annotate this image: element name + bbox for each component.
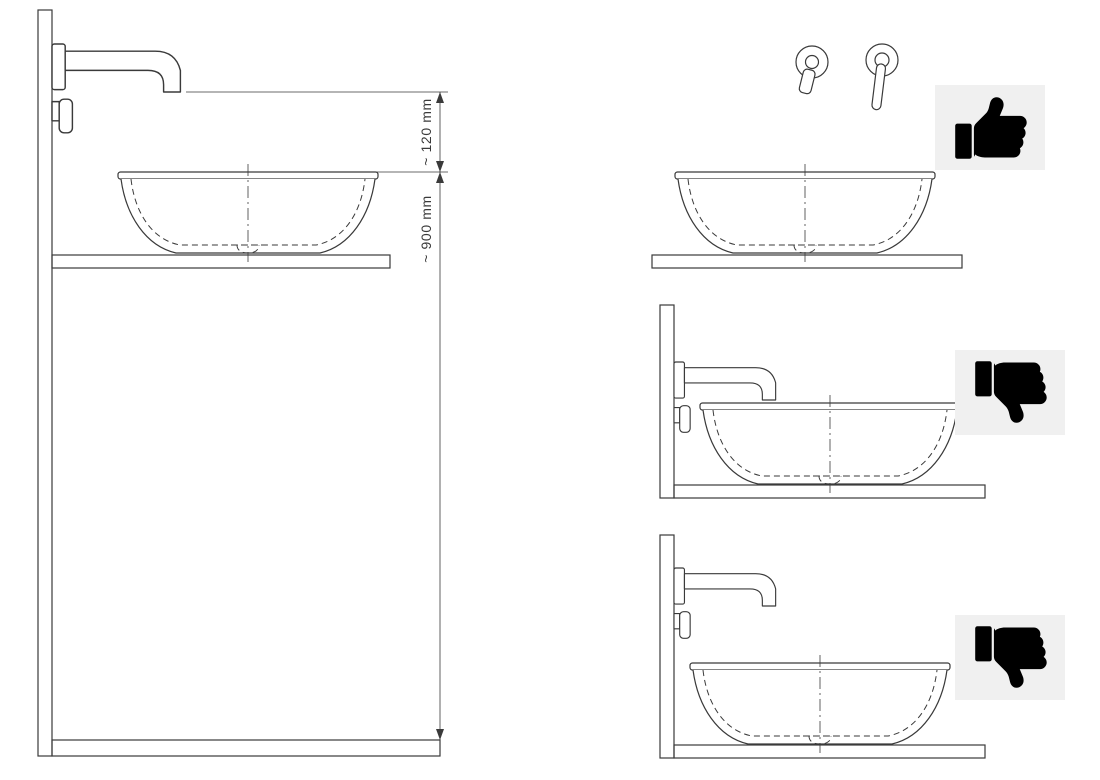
spout-stub xyxy=(798,68,816,95)
arrow-down-icon xyxy=(436,729,444,740)
correct-installation-example xyxy=(651,43,1045,269)
washbasin xyxy=(689,654,951,754)
main-installation-diagram: ~ 120 mm ~ 900 mm xyxy=(37,9,448,757)
incorrect-installation-example-2 xyxy=(659,534,1065,759)
thumbs-down-icon xyxy=(955,615,1065,700)
countertop-section xyxy=(51,254,391,269)
wall-mounted-faucet xyxy=(673,567,777,639)
incorrect-installation-example-1 xyxy=(659,304,1065,499)
wall-section xyxy=(659,534,675,759)
wall-mounted-faucet xyxy=(51,43,182,134)
handle-lever xyxy=(871,63,887,111)
faucet-trim-front-view xyxy=(795,43,899,111)
washbasin xyxy=(117,163,379,263)
rim-height-dimension-label: ~ 900 mm xyxy=(418,195,434,262)
thumbs-up-icon xyxy=(935,85,1045,170)
countertop-section xyxy=(673,744,986,759)
arrow-down-icon xyxy=(436,161,444,172)
countertop-section xyxy=(651,254,963,269)
arrow-up-icon xyxy=(436,92,444,103)
wall-section xyxy=(37,9,53,757)
washbasin xyxy=(699,394,961,494)
arrow-up-icon xyxy=(436,172,444,183)
wall-section xyxy=(659,304,675,499)
countertop-section xyxy=(673,484,986,499)
spout-clearance-dimension-label: ~ 120 mm xyxy=(418,98,434,165)
dimension-lines: ~ 120 mm ~ 900 mm xyxy=(186,91,448,740)
spout-outlet-icon xyxy=(804,54,820,70)
thumbs-down-icon xyxy=(955,350,1065,435)
floor-section xyxy=(51,739,441,757)
washbasin xyxy=(674,163,936,263)
